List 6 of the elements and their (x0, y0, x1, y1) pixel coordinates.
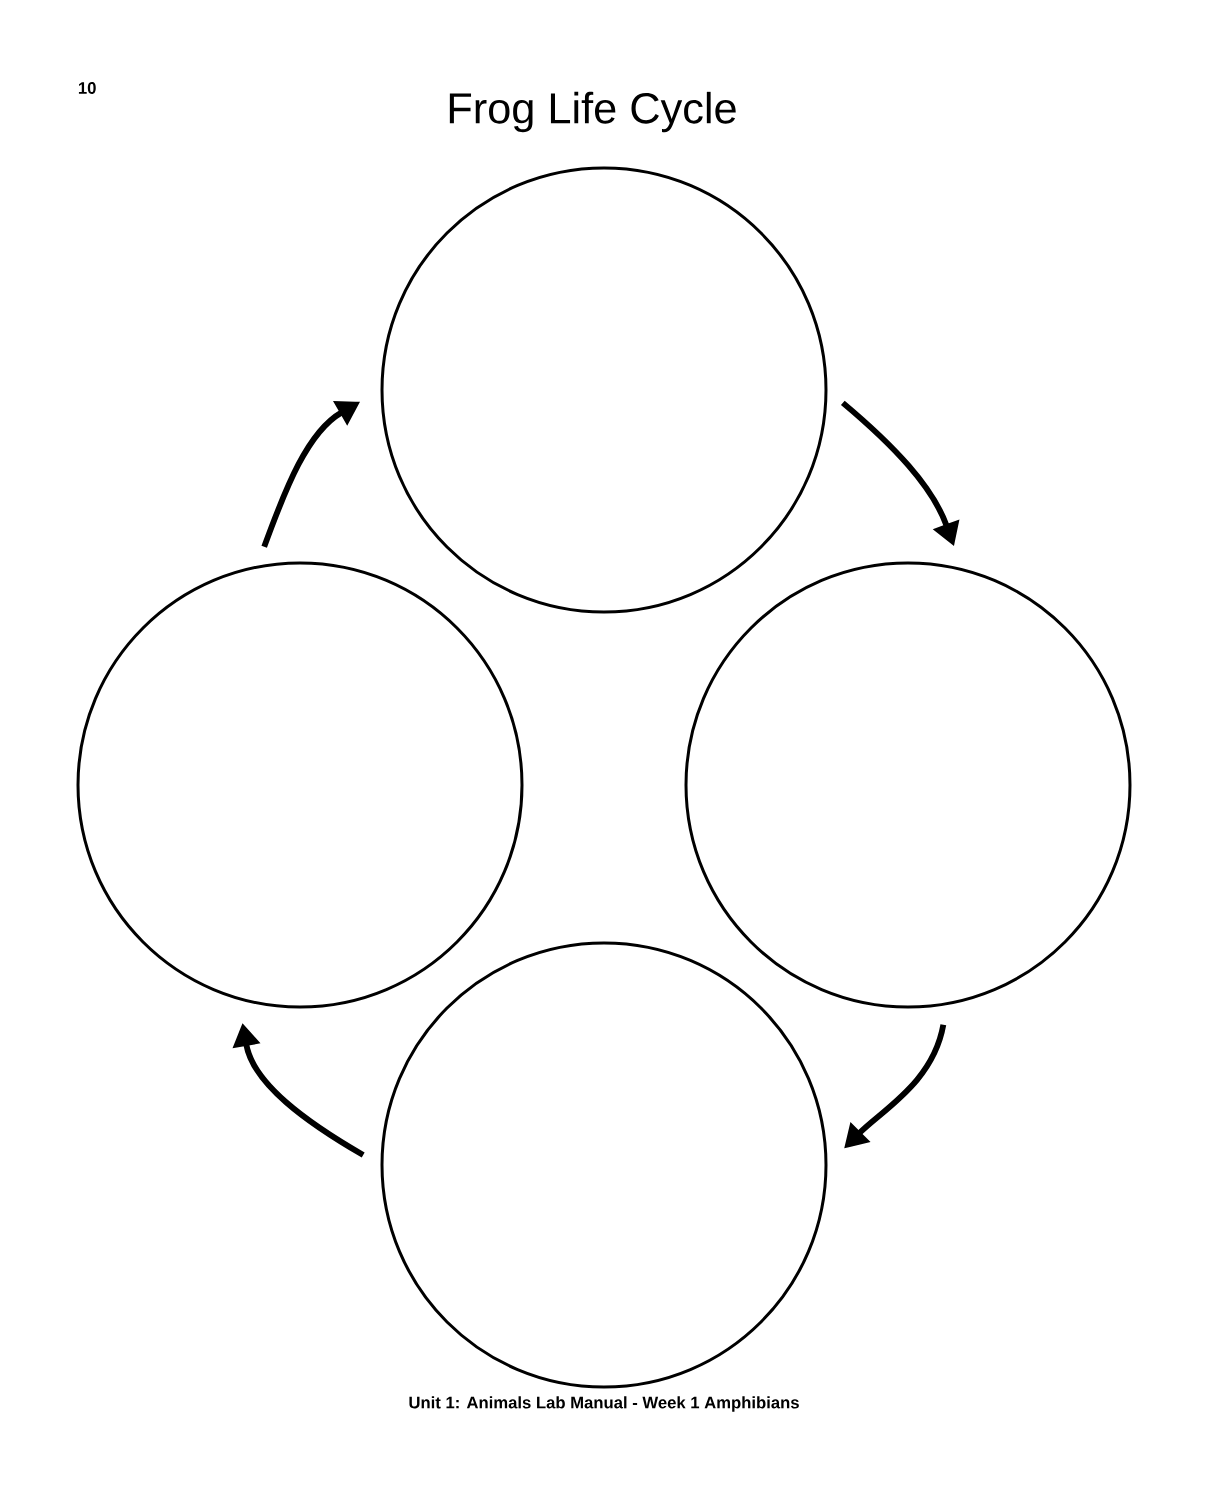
stage-circle (684, 561, 1132, 1009)
title: Frog Life Cycle (449, 91, 736, 133)
stage-circle (380, 166, 828, 614)
page-number: 10 (78, 82, 96, 94)
stage-circle (380, 941, 828, 1389)
stage-circle (76, 561, 524, 1009)
